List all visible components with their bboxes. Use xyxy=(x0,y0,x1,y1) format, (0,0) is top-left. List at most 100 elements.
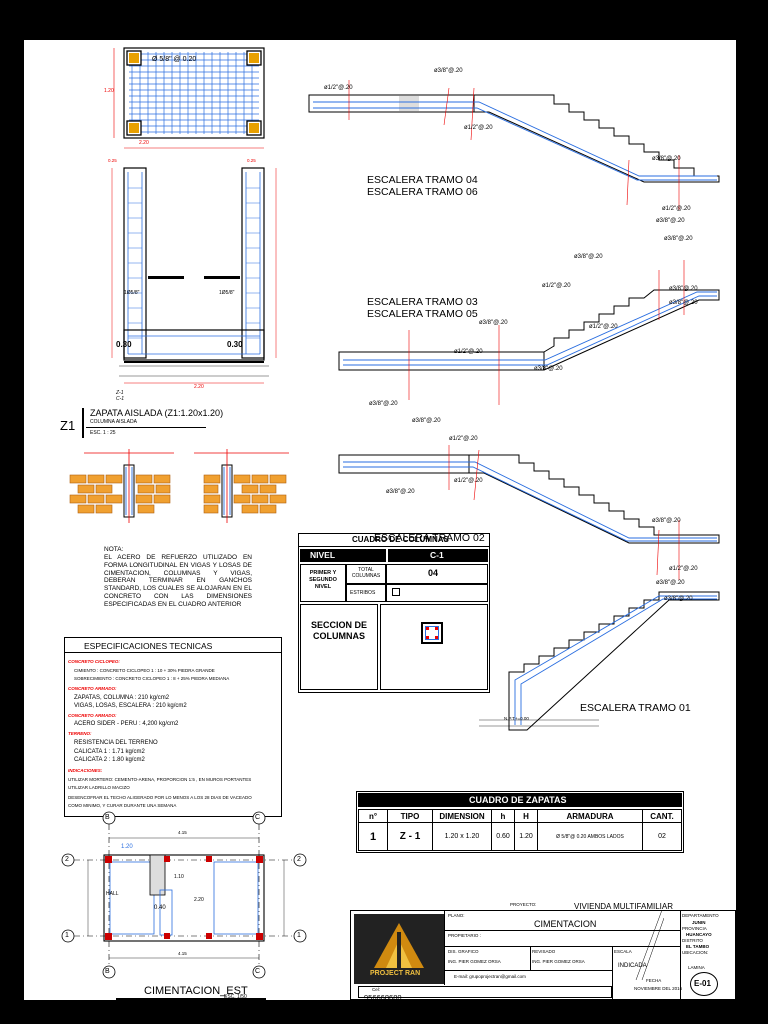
z1-subtitle: COLUMNA AISLADA xyxy=(90,419,137,425)
tb-fecha-label: FECHA xyxy=(646,978,662,983)
specs-title-box xyxy=(64,637,282,653)
cuadro-zapatas-title-cell xyxy=(358,793,682,807)
specs-s1-title: CONCRETO CICLOPEO: xyxy=(68,659,120,664)
stair-title-t02: ESCALERA TRAMO 02 xyxy=(374,532,485,544)
zapatas-cell-cant: 02 xyxy=(642,822,682,851)
tb-plano: CIMENTACION xyxy=(534,919,597,929)
stair-rebar-12: ø1/2"@.20 xyxy=(454,349,483,355)
estribos-value-cell xyxy=(386,584,488,602)
specs-title: ESPECIFICACIONES TECNICAS xyxy=(84,641,213,651)
zapatas-col-armadura: ARMADURA xyxy=(537,809,643,823)
specs-s5-l2: UTILIZAR LADRILLO MACIZO xyxy=(68,785,130,790)
plan-scale: ESC. 1/50 xyxy=(224,994,247,1000)
seccion-drawing-cell xyxy=(380,604,488,690)
total-label: TOTAL COLUMNAS xyxy=(351,567,381,579)
stair-rebar-2: ø3/8"@.20 xyxy=(434,68,463,74)
tb-diagonal-lines xyxy=(634,909,665,981)
footing-section-mark: Z-1 xyxy=(116,390,124,396)
plan-axis-c-bottom: C xyxy=(255,968,261,975)
stair-rebar-20: ø1/2"@.20 xyxy=(454,478,483,484)
stair-rebar-16: ø3/8"@.20 xyxy=(369,401,398,407)
rebar-dot-icon xyxy=(435,627,438,630)
plan-hall: HALL xyxy=(106,891,119,897)
brick-detail-drawing xyxy=(69,449,289,523)
specs-s2-title: CONCRETO ARMADO: xyxy=(68,686,117,691)
zapatas-col-H: H xyxy=(514,809,538,823)
tb-dist-label: DISTRITO xyxy=(682,938,703,943)
zapatas-cell-dimension: 1.20 x 1.20 xyxy=(432,822,492,851)
plan-axis-1-left: 1 xyxy=(65,932,69,939)
footing-bars-left: 1Ø5/8" xyxy=(124,290,140,296)
tb-divider-2 xyxy=(680,910,681,1000)
z1-code: Z1 xyxy=(60,418,76,433)
specs-s5-l1: UTILIZAR MORTERO: CEMENTO-ARENA, PROPORC… xyxy=(68,777,252,782)
footing-plan-dim-bottom: 2.20 xyxy=(139,140,149,146)
footing-plan-drawing xyxy=(113,47,265,149)
stair-title-t05: ESCALERA TRAMO 05 xyxy=(367,308,478,320)
specs-s4-l1: RESISTENCIA DEL TERRENO xyxy=(74,740,158,746)
footing-section-mark2: C-1 xyxy=(116,396,125,402)
nivel-value-cell xyxy=(388,549,488,562)
plan-title-underline xyxy=(116,998,266,1000)
rebar-dot-icon xyxy=(426,627,429,630)
footing-top-right: 0.25 xyxy=(247,158,256,163)
specs-s3-l1: ACERO SIDER - PERU : 4,200 kg/cm2 xyxy=(74,721,179,727)
stair-rebar-13: ø1/2"@.20 xyxy=(589,324,618,330)
tb-plano-label: PLANO: xyxy=(448,913,465,918)
rebar-dot-icon xyxy=(435,636,438,639)
z1-divider xyxy=(82,408,84,438)
footing-plan-rebar-label: Ø 5/8" @ 0.20 xyxy=(152,56,197,63)
cuadro-columnas xyxy=(298,533,490,693)
zapatas-col-n: n° xyxy=(358,809,388,823)
seccion-label: SECCION DE COLUMNAS xyxy=(310,620,367,641)
z1-scale: ESC. 1 : 25 xyxy=(90,430,116,436)
footing-bars-right: 1Ø5/8" xyxy=(219,290,235,296)
tb-proyecto-label: PROYECTO: xyxy=(510,902,537,907)
tb-lamina-label: LAMINA xyxy=(688,965,705,970)
zapatas-cell-h: 0.60 xyxy=(491,822,515,851)
tb-email: E-mail: grupoprojectran@gmail.com xyxy=(454,974,526,979)
tb-esc-label: ESCALA xyxy=(614,949,632,954)
tb-proyecto: VIVIENDA MULTIFAMILIAR xyxy=(574,902,673,911)
tb-dist: EL TAMBO xyxy=(686,944,710,949)
total-label-cell xyxy=(346,564,386,584)
tb-dis-label: DIS. GRAFICO xyxy=(448,949,479,954)
plan-dim-top: 4.15 xyxy=(178,830,187,835)
tb-ubic-label: UBICACION: xyxy=(682,950,709,955)
specs-s5-l3: DESENCOFRAR EL TECHO ALIGERADO POR LO ME… xyxy=(68,795,252,800)
seccion-label-cell xyxy=(300,604,378,690)
plan-axis-2-left: 2 xyxy=(65,856,69,863)
stair-rebar-10: ø3/8"@.20 xyxy=(669,286,698,292)
drawing-sheet: Ø 5/8" @ 0.20 2.20 1.20 0.30 0.30 2.20 1… xyxy=(24,40,736,1002)
foundation-plan-drawing xyxy=(61,811,307,979)
nota-heading: NOTA: xyxy=(104,546,124,553)
column-stirrup-icon xyxy=(425,626,439,640)
plan-dim-120: 1.20 xyxy=(121,844,133,850)
specs-s2-l2: VIGAS, LOSAS, ESCALERA : 210 kg/cm2 xyxy=(74,703,187,709)
estribos-label: ESTRIBOS xyxy=(350,590,376,596)
specs-s1-l1: CIMIENTO : CONCRETO CICLOPEO 1 : 10 + 30… xyxy=(74,668,215,673)
plan-dim-220: 2.20 xyxy=(194,897,204,903)
zapatas-col-dimension: DIMENSION xyxy=(432,809,492,823)
tb-divider-3 xyxy=(530,946,531,970)
stair-rebar-24: ø3/8"@.20 xyxy=(664,596,693,602)
zapatas-table: n° TIPO DIMENSION h H ARMADURA CANT. 1 Z… xyxy=(358,809,682,851)
cuadro-columnas-title: CUADRO DE COLUMNAS xyxy=(352,535,449,544)
stair-rebar-3: ø1/2"@.20 xyxy=(464,125,493,131)
total-value: 04 xyxy=(428,568,439,578)
footing-section-drawing xyxy=(111,167,277,384)
stair-rebar-19: ø3/8"@.20 xyxy=(386,489,415,495)
tb-propietario-label: PROPIETARIO : xyxy=(448,933,481,938)
plan-title: CIMENTACION_EST xyxy=(144,985,248,997)
zapatas-cell-H: 1.20 xyxy=(514,822,538,851)
stirrup-icon xyxy=(392,588,400,596)
stair-rebar-22: ø1/2"@.20 xyxy=(669,566,698,572)
specs-s4-l3: CALICATA 2 : 1.80 kg/cm2 xyxy=(74,757,145,763)
stair-rebar-1: ø1/2"@.20 xyxy=(324,85,353,91)
z1-underline xyxy=(86,427,206,428)
tb-rev-label: REVISADO xyxy=(532,949,556,954)
stair-npt: N.P.T+=0.00 xyxy=(504,716,529,721)
specs-s1-l2: SOBRECIMIENTO : CONCRETO CICLOPEO 1 : 8 … xyxy=(74,676,230,681)
nivel-label: NIVEL xyxy=(310,550,336,560)
specs-s5-l4: COMO MINIMO, Y CURAR DURANTE UNA SEMANA xyxy=(68,803,177,808)
